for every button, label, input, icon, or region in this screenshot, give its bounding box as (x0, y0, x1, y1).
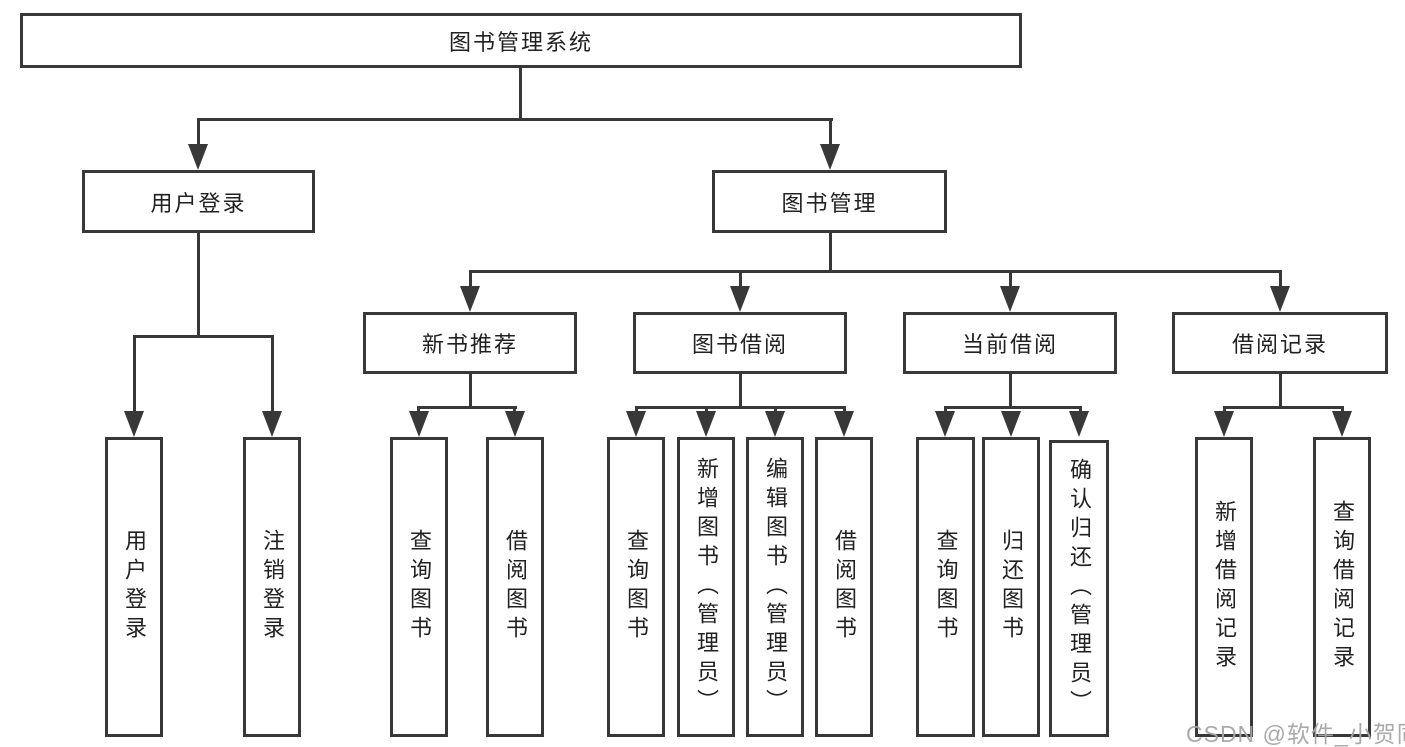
node-borrow-books-leaf: 借阅图书 (815, 437, 873, 737)
connector-line (705, 406, 708, 415)
connector-line (417, 406, 420, 415)
node-user-login: 用户登录 (82, 170, 315, 233)
connector-line (133, 335, 274, 338)
connector-line (829, 233, 832, 273)
arrow-down-icon (409, 411, 429, 437)
arrow-down-icon (262, 411, 282, 437)
node-query-books-borrow: 查询图书 (607, 437, 665, 737)
arrow-down-icon (1332, 411, 1352, 437)
connector-line (739, 270, 742, 290)
arrow-down-icon (124, 411, 144, 437)
node-logout-leaf: 注销登录 (243, 437, 301, 737)
node-return-books: 归还图书 (982, 437, 1040, 737)
connector-line (635, 406, 846, 409)
node-book-management: 图书管理 (712, 170, 947, 233)
connector-line (417, 406, 517, 409)
node-borrow-records: 借阅记录 (1172, 312, 1388, 374)
connector-line (513, 406, 516, 415)
connector-line (739, 374, 742, 409)
connector-line (774, 406, 777, 415)
connector-line (197, 118, 833, 121)
connector-line (469, 374, 472, 409)
node-query-borrow-record: 查询借阅记录 (1313, 437, 1371, 737)
connector-line (1009, 270, 1012, 290)
connector-line (197, 118, 200, 148)
connector-line (843, 406, 846, 415)
connector-line (469, 270, 472, 290)
node-edit-books-admin: 编辑图书（管理员） (746, 437, 804, 737)
arrow-down-icon (935, 411, 955, 437)
connector-line (1223, 406, 1344, 409)
arrow-down-icon (820, 144, 840, 170)
connector-line (197, 233, 200, 337)
connector-line (1223, 406, 1226, 415)
arrow-down-icon (730, 286, 750, 312)
connector-line (944, 406, 1082, 409)
arrow-down-icon (696, 411, 716, 437)
connector-line (1279, 270, 1282, 290)
node-add-books-admin: 新增图书（管理员） (677, 437, 735, 737)
node-confirm-return-admin: 确认归还（管理员） (1049, 440, 1109, 737)
node-book-borrow: 图书借阅 (633, 312, 847, 374)
connector-line (133, 335, 136, 415)
arrow-down-icon (1270, 286, 1290, 312)
connector-line (1341, 406, 1344, 415)
node-new-book-recommend: 新书推荐 (363, 312, 577, 374)
arrow-down-icon (1001, 411, 1021, 437)
arrow-down-icon (1069, 411, 1089, 437)
arrow-down-icon (505, 411, 525, 437)
connector-line (469, 270, 1282, 273)
node-current-borrow: 当前借阅 (903, 312, 1117, 374)
connector-line (271, 335, 274, 415)
arrow-down-icon (834, 411, 854, 437)
node-query-books-current: 查询图书 (916, 437, 975, 737)
arrow-down-icon (1214, 411, 1234, 437)
csdn-watermark: CSDN @软件_小贺同学 (1186, 721, 1405, 747)
connector-line (1079, 406, 1082, 415)
arrow-down-icon (1000, 286, 1020, 312)
connector-line (1279, 374, 1282, 409)
node-add-borrow-record: 新增借阅记录 (1195, 437, 1253, 737)
connector-line (944, 406, 947, 415)
node-root: 图书管理系统 (20, 13, 1022, 68)
arrow-down-icon (188, 144, 208, 170)
arrow-down-icon (460, 286, 480, 312)
connector-line (519, 68, 522, 120)
arrow-down-icon (626, 411, 646, 437)
node-borrow-books-recommend: 借阅图书 (486, 437, 544, 737)
node-query-books-recommend: 查询图书 (390, 437, 448, 737)
connector-line (829, 118, 832, 148)
arrow-down-icon (765, 411, 785, 437)
connector-line (1009, 374, 1012, 409)
node-user-login-leaf: 用户登录 (105, 437, 163, 737)
connector-line (635, 406, 638, 415)
